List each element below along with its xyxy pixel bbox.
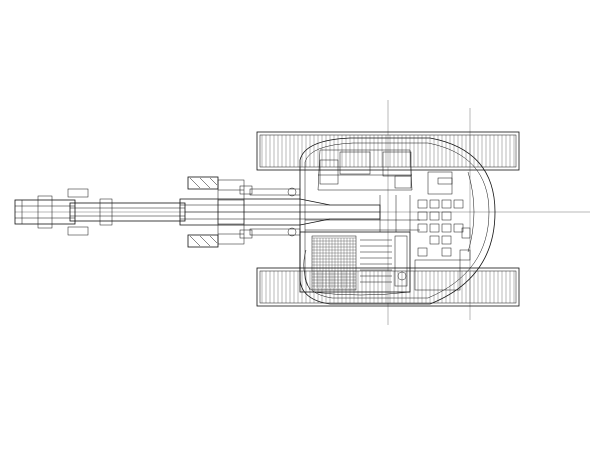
dipper-arm [67, 188, 186, 236]
engine-hatch-cell [429, 211, 440, 221]
engine-hatch-cell [453, 223, 464, 233]
engine-hatch-cell [429, 235, 440, 245]
engine-hatch-cell [417, 211, 428, 221]
boom-arm [179, 185, 381, 239]
engine-hatch-cell [429, 199, 440, 209]
bucket [14, 195, 76, 229]
engine-hatch-cell [441, 199, 452, 209]
engine-hatch-cell [453, 199, 464, 209]
engine-hatch-cell [417, 223, 428, 233]
radiator-louvers [360, 239, 392, 283]
engine-hatch-grid [417, 199, 464, 257]
radiator-block [299, 231, 411, 296]
centerlines [15, 100, 590, 325]
engine-hatch-cell [417, 247, 428, 257]
upper-structure [299, 137, 496, 305]
engine-hatch-cell [441, 235, 452, 245]
engine-hatch-cell [441, 211, 452, 221]
engine-hatch-cell [417, 199, 428, 209]
engine-hatch-cell [441, 223, 452, 233]
engine-hatch-cell [441, 247, 452, 257]
engine-hatch-cell [429, 223, 440, 233]
side-fenders [303, 171, 475, 291]
swing-bracket [187, 176, 245, 248]
radiator-grid [312, 237, 356, 290]
